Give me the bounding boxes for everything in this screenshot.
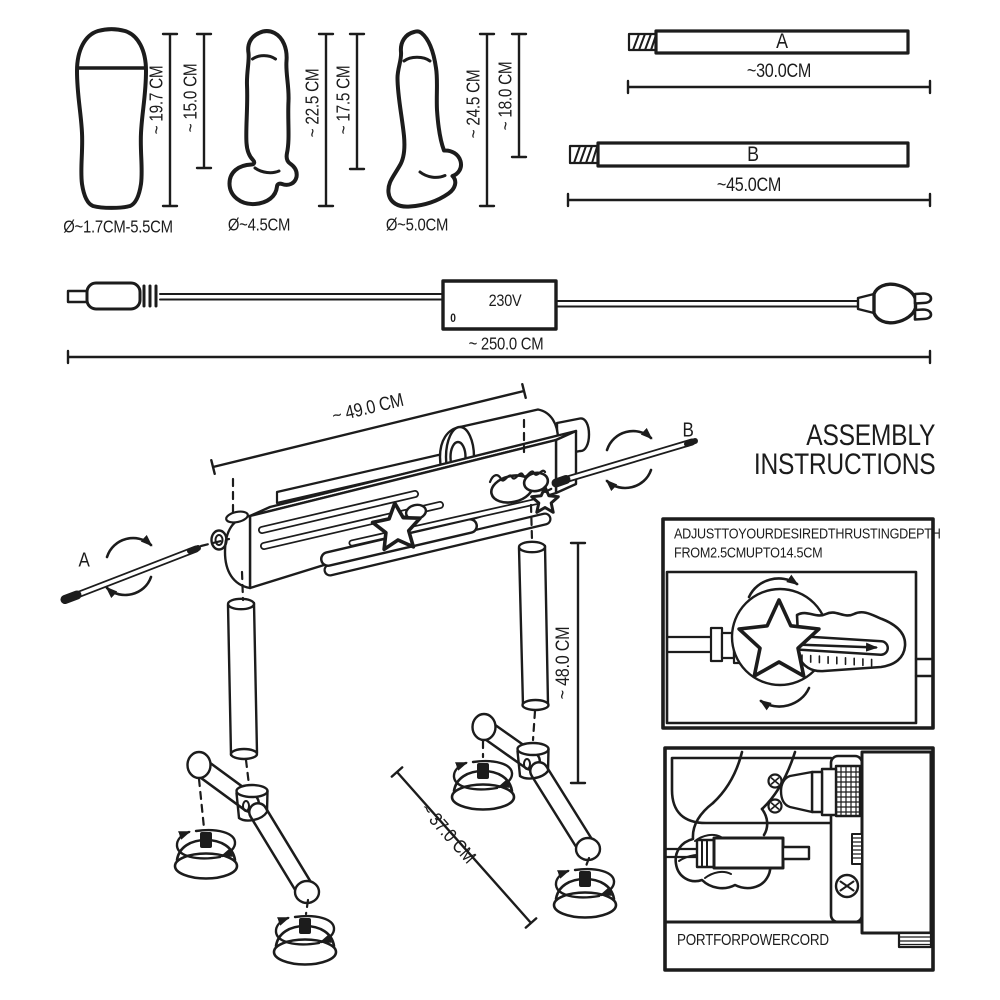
dc-plug (712, 836, 785, 870)
assembly-rod-b (551, 427, 698, 492)
rod-b-length-label: ~45.0CM (716, 175, 782, 196)
dildo-large-length-outer-label: ~ 24.5 CM (463, 69, 484, 139)
mains-plug (872, 282, 918, 325)
machine-drawing (210, 383, 591, 590)
rotation-arrow (105, 534, 153, 559)
rod-b-letter: B (747, 143, 759, 166)
rotation-arrow (747, 574, 799, 599)
dildo-medium-diameter-label: Ø~4.5CM (227, 214, 291, 235)
assembly-rod-a-letter: A (78, 549, 90, 572)
inset-depth-heading-line1: ADJUSTTOYOURDESIREDTHRUSTINGDEPTH (674, 525, 941, 543)
sleeve-length-outer-label: ~ 19.7 CM (146, 65, 167, 135)
machine-block (860, 750, 933, 935)
star-knob-icon (737, 598, 821, 678)
sleeve-length-inner-label: ~ 15.0 CM (180, 63, 201, 133)
sleeve-dimension-lines (161, 32, 213, 208)
star-knob-right (530, 485, 560, 514)
dildo-medium-drawing (227, 29, 299, 207)
inset-depth-heading-line2: FROM2.5CMUPTO14.5CM (674, 544, 823, 562)
suction-cup (552, 867, 618, 919)
rotation-arrow (605, 427, 653, 452)
rod-b-drawing (566, 141, 932, 208)
dildo-medium-dimension-lines (317, 32, 366, 208)
dildo-medium-length-inner-label: ~ 17.5 CM (333, 65, 354, 135)
adapter-mark-label: 0 (450, 311, 456, 325)
leg-length-label: ~ 48.0 CM (553, 626, 574, 700)
rotation-arrow (105, 575, 153, 599)
rod-a-length-label: ~30.0CM (746, 61, 812, 82)
inset-depth-drawing (661, 517, 935, 730)
hub (516, 741, 550, 757)
dildo-large-diameter-label: Ø~5.0CM (385, 214, 449, 235)
assembly-rod-b-letter: B (682, 419, 694, 442)
sleeve-diameter-label: Ø~1.7CM-5.5CM (63, 216, 173, 237)
leg-poles (226, 540, 550, 761)
foot-left-assembly (186, 750, 321, 905)
assembly-dimension-lines (390, 541, 587, 929)
power-cord-drawing (66, 279, 933, 365)
adapter-voltage-label: 230V (488, 291, 522, 310)
hook-eyelet (210, 529, 228, 551)
inset-power-caption: PORTFORPOWERCORD (677, 932, 829, 949)
rotation-arrow (605, 468, 653, 492)
assembly-rod-a (60, 534, 201, 604)
page-title-line1: ASSEMBLY (806, 419, 935, 452)
cable-length-label: ~ 250.0 CM (468, 333, 544, 354)
dildo-large-dimension-lines (478, 32, 528, 208)
dildo-large-length-inner-label: ~ 18.0 CM (495, 61, 516, 131)
foot-right-assembly (471, 712, 602, 862)
suction-cup (272, 914, 338, 966)
dildo-large-drawing (386, 29, 463, 209)
suction-cup (173, 828, 239, 880)
page-title-line2: INSTRUCTIONS (753, 448, 935, 481)
hub (235, 783, 269, 799)
rod-a-drawing (626, 29, 932, 95)
inset-power-drawing (663, 746, 935, 972)
rotation-arrow (759, 686, 811, 711)
star-knob-middle (370, 501, 422, 552)
spring (488, 469, 547, 484)
sleeve-drawing (75, 27, 148, 210)
suction-cup (450, 759, 516, 811)
rod-a-letter: A (776, 30, 788, 53)
adapter-box (441, 279, 558, 331)
dildo-medium-length-outer-label: ~ 22.5 CM (302, 68, 323, 138)
alignment-dashed-lines (197, 418, 591, 916)
ruler-ticks (801, 654, 873, 667)
